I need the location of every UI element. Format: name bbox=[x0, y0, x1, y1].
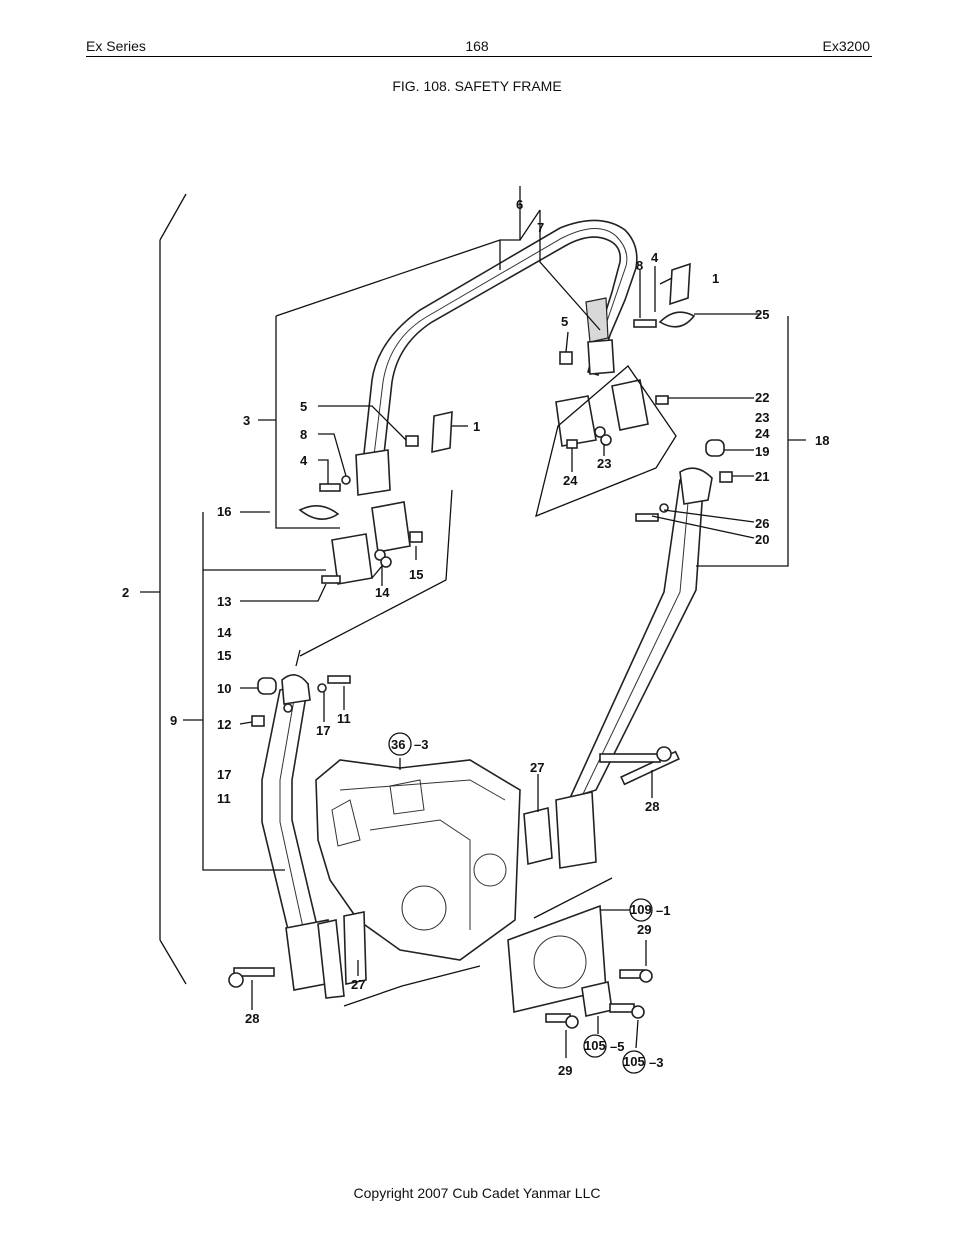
decal-part bbox=[431, 410, 453, 454]
snap-pin-left bbox=[298, 505, 340, 520]
svg-text:–1: –1 bbox=[656, 903, 670, 918]
callout-15: 15 bbox=[217, 648, 231, 663]
header-series: Ex Series bbox=[86, 38, 146, 54]
callout-15: 15 bbox=[409, 567, 423, 582]
ref-105-5: 105 –5 bbox=[583, 1034, 624, 1058]
leader-lines bbox=[203, 266, 760, 1058]
callout-24: 24 bbox=[755, 426, 770, 441]
ref-36: 36 –3 bbox=[388, 732, 428, 756]
bolt-part bbox=[319, 483, 341, 492]
callout-17: 17 bbox=[217, 767, 231, 782]
callout-28: 28 bbox=[245, 1011, 259, 1026]
callout-11: 11 bbox=[337, 711, 351, 726]
bolt-28-left bbox=[233, 967, 275, 977]
callout-8: 8 bbox=[300, 427, 307, 442]
callout-26: 26 bbox=[755, 516, 769, 531]
callout-1: 1 bbox=[712, 271, 719, 286]
svg-text:–3: –3 bbox=[414, 737, 428, 752]
svg-text:109: 109 bbox=[630, 902, 652, 917]
nut-part bbox=[405, 435, 419, 447]
assembly-brackets bbox=[140, 186, 806, 985]
rear-plate-part bbox=[507, 904, 653, 1029]
callout-16: 16 bbox=[217, 504, 231, 519]
transmission-housing bbox=[315, 759, 521, 961]
callout-22: 22 bbox=[755, 390, 769, 405]
callout-21: 21 bbox=[755, 469, 769, 484]
callout-3: 3 bbox=[243, 413, 250, 428]
callout-2: 2 bbox=[122, 585, 129, 600]
callout-29: 29 bbox=[558, 1063, 572, 1078]
callout-5: 5 bbox=[561, 314, 568, 329]
callout-27: 27 bbox=[351, 977, 365, 992]
safety-frame-diagram: 1 1 2 3 4 4 5 5 6 7 8 8 9 10 11 11 12 13… bbox=[122, 186, 829, 1078]
callout-9: 9 bbox=[170, 713, 177, 728]
callout-13: 13 bbox=[217, 594, 231, 609]
right-post-part bbox=[523, 439, 733, 869]
callout-23: 23 bbox=[597, 456, 611, 471]
bolt-28-right bbox=[599, 753, 661, 763]
callout-11: 11 bbox=[217, 791, 231, 806]
left-upper-bracket bbox=[321, 501, 423, 585]
callout-12: 12 bbox=[217, 717, 231, 732]
callout-1: 1 bbox=[473, 419, 480, 434]
callout-17: 17 bbox=[316, 723, 330, 738]
callout-8: 8 bbox=[636, 258, 643, 273]
figure-title: FIG. 108. SAFETY FRAME bbox=[392, 78, 562, 94]
snap-pin-right bbox=[658, 311, 696, 328]
callout-19: 19 bbox=[755, 444, 769, 459]
callout-14: 14 bbox=[217, 625, 232, 640]
right-upper-bracket bbox=[555, 379, 669, 449]
svg-text:36: 36 bbox=[391, 737, 405, 752]
callout-6: 6 bbox=[516, 197, 523, 212]
callout-25: 25 bbox=[755, 307, 769, 322]
callout-20: 20 bbox=[755, 532, 769, 547]
header-model: Ex3200 bbox=[822, 38, 870, 54]
bolt-part bbox=[633, 319, 657, 328]
svg-text:–5: –5 bbox=[610, 1039, 624, 1054]
bolt-head bbox=[656, 746, 672, 762]
spacer-plate-part bbox=[343, 911, 367, 985]
callout-29: 29 bbox=[637, 922, 651, 937]
callout-14: 14 bbox=[375, 585, 390, 600]
washer-part bbox=[341, 475, 351, 485]
ref-105-3: 105 –3 bbox=[622, 1050, 663, 1074]
callout-24: 24 bbox=[563, 473, 578, 488]
ref-109: 109 –1 bbox=[629, 898, 670, 922]
upper-frame-part bbox=[355, 219, 638, 496]
callout-23: 23 bbox=[755, 410, 769, 425]
callout-10: 10 bbox=[217, 681, 231, 696]
callout-4: 4 bbox=[651, 250, 659, 265]
decal-part bbox=[669, 262, 691, 306]
svg-text:105: 105 bbox=[584, 1038, 606, 1053]
callout-4: 4 bbox=[300, 453, 308, 468]
svg-text:105: 105 bbox=[623, 1054, 645, 1069]
copyright-footer: Copyright 2007 Cub Cadet Yanmar LLC bbox=[353, 1185, 601, 1201]
callout-5: 5 bbox=[300, 399, 307, 414]
callout-28: 28 bbox=[645, 799, 659, 814]
callout-7: 7 bbox=[537, 220, 544, 235]
header-rule bbox=[86, 56, 872, 57]
bolt-head bbox=[228, 972, 244, 988]
svg-text:–3: –3 bbox=[649, 1055, 663, 1070]
reference-outlines bbox=[295, 365, 677, 1007]
left-post-part bbox=[251, 674, 351, 999]
nut-part bbox=[559, 351, 573, 365]
callout-18: 18 bbox=[815, 433, 829, 448]
page-number: 168 bbox=[465, 38, 489, 54]
callout-27: 27 bbox=[530, 760, 544, 775]
